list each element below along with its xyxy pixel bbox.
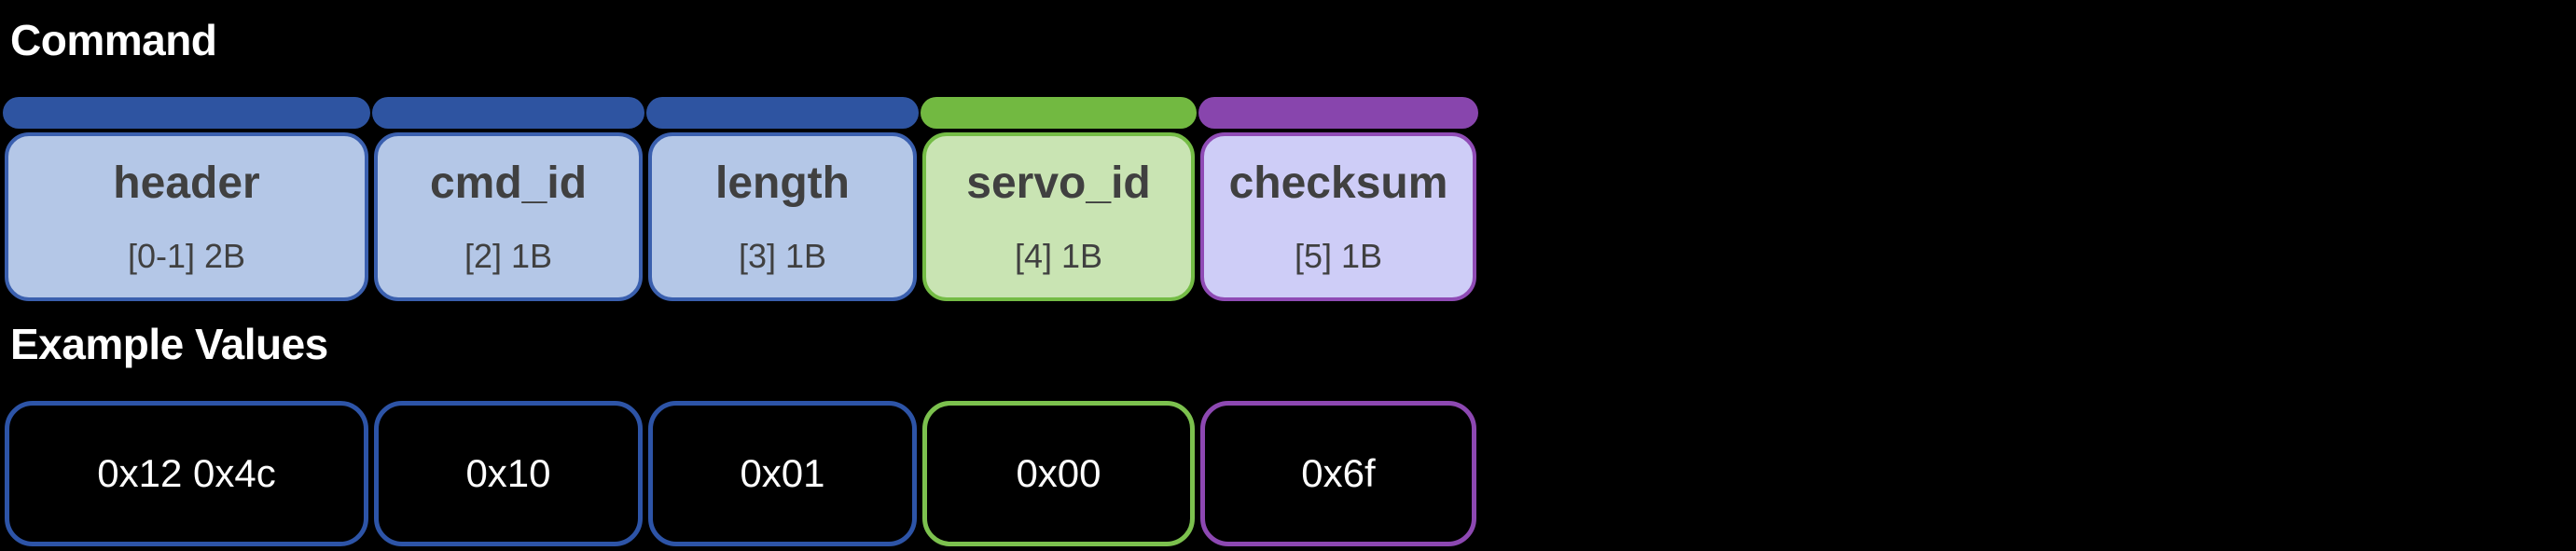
field-byte-range-label: [5] 1B: [1294, 236, 1383, 275]
field-name-label: length: [715, 158, 850, 208]
field-color-bar: [372, 97, 644, 129]
field-body: servo_id [4] 1B: [922, 132, 1195, 301]
field-byte-range-label: [4] 1B: [1014, 236, 1103, 275]
field-body: header [0-1] 2B: [5, 132, 368, 301]
example-value-box: 0x6f: [1200, 401, 1476, 546]
field-color-bar: [3, 97, 370, 129]
example-value-box: 0x10: [374, 401, 643, 546]
field-name-label: checksum: [1228, 158, 1448, 208]
field-byte-range-label: [2] 1B: [464, 236, 553, 275]
packet-field-block: checksum [5] 1B: [1198, 97, 1478, 301]
example-value-text: 0x12 0x4c: [97, 451, 276, 495]
field-byte-range-label: [0-1] 2B: [127, 236, 246, 275]
example-value-text: 0x00: [1016, 451, 1101, 495]
field-name-label: cmd_id: [429, 158, 588, 208]
field-color-bar: [646, 97, 919, 129]
packet-field-block: servo_id [4] 1B: [921, 97, 1197, 301]
field-color-bar: [921, 97, 1197, 129]
field-name-label: header: [113, 158, 260, 208]
packet-field-block: header [0-1] 2B: [3, 97, 370, 301]
field-color-bar: [1198, 97, 1478, 129]
field-body: checksum [5] 1B: [1200, 132, 1476, 301]
field-body: length [3] 1B: [648, 132, 917, 301]
example-value-box: 0x01: [648, 401, 917, 546]
command-section-title: Command: [10, 16, 217, 64]
packet-field-block: cmd_id [2] 1B: [372, 97, 644, 301]
example-value-box: 0x00: [922, 401, 1195, 546]
packet-field-block: length [3] 1B: [646, 97, 919, 301]
field-body: cmd_id [2] 1B: [374, 132, 643, 301]
example-values-section-title: Example Values: [10, 320, 328, 368]
field-name-label: servo_id: [966, 158, 1151, 208]
example-value-text: 0x01: [740, 451, 825, 495]
command-field-row: header [0-1] 2B cmd_id [2] 1B length [3]…: [3, 97, 1478, 301]
example-value-text: 0x10: [465, 451, 551, 495]
example-value-text: 0x6f: [1301, 451, 1376, 495]
example-values-row: 0x12 0x4c 0x10 0x01 0x00 0x6f: [5, 401, 1476, 546]
field-byte-range-label: [3] 1B: [738, 236, 827, 275]
example-value-box: 0x12 0x4c: [5, 401, 368, 546]
